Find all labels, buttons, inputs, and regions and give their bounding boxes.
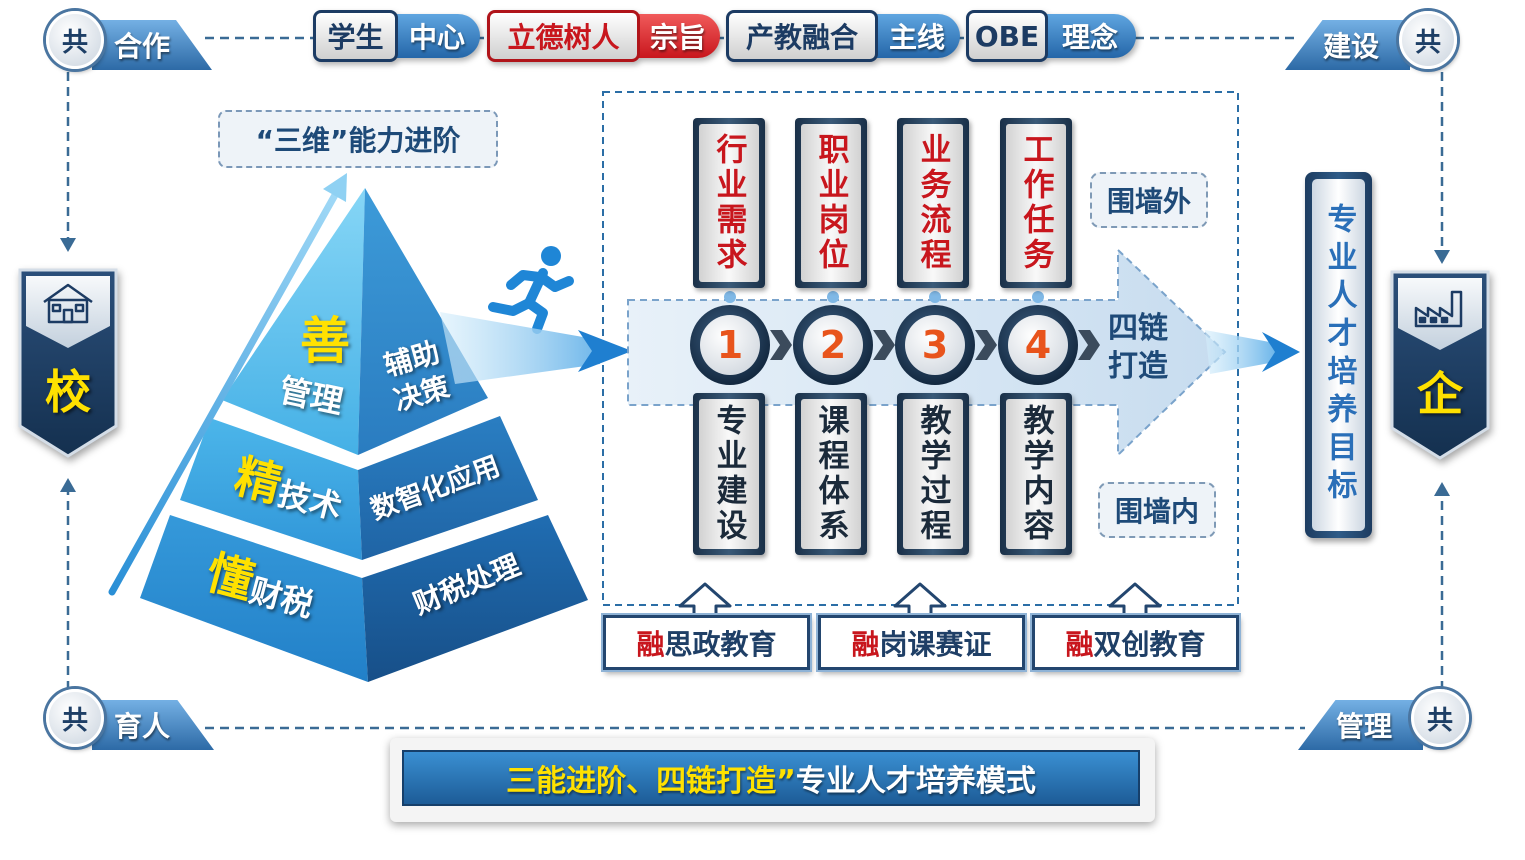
goal-beam-arrow-head xyxy=(1262,332,1300,372)
chain-upper-card-1: 行业需求 xyxy=(693,118,765,288)
chain-step-number: 3 xyxy=(921,323,949,367)
pill-key: 学生 xyxy=(313,10,398,62)
connector-dot xyxy=(724,291,736,303)
principle-pill-moral-education: 立德树人 宗旨 xyxy=(487,10,720,62)
connector-dot xyxy=(929,291,941,303)
training-goal-text: 专业人才培养目标 xyxy=(1321,203,1357,507)
progression-arrow-head xyxy=(323,173,347,202)
chain-lower-text: 专业建设 xyxy=(710,404,747,544)
principle-pill-obe: OBE 理念 xyxy=(966,10,1136,62)
loop-arrow-up-right xyxy=(1434,482,1450,496)
pyramid-bottom-left-face xyxy=(140,515,368,682)
pill-key: 产教融合 xyxy=(726,10,878,62)
pyramid-top-right-face xyxy=(358,188,488,455)
principle-pill-industry-education: 产教融合 主线 xyxy=(726,10,960,62)
ability-pyramid xyxy=(140,188,588,682)
chain-label: 四链 打造 xyxy=(1108,311,1168,384)
integration-mark: 融 xyxy=(636,627,665,661)
chain-upper-card-2: 职业岗位 xyxy=(795,118,867,288)
chain-step-2-ring xyxy=(793,305,873,385)
chain-step-1-ring xyxy=(690,305,770,385)
corner-circle-bottom-right: 共 xyxy=(1411,689,1469,747)
chain-upper-card-3: 业务流程 xyxy=(897,118,969,288)
arrow-up-icon xyxy=(1108,582,1162,618)
pill-value: 理念 xyxy=(1044,14,1136,58)
integration-box-innovation: 融双创教育 xyxy=(1032,615,1239,670)
integration-mark: 融 xyxy=(1065,627,1094,661)
goal-beam xyxy=(1205,330,1275,374)
pyramid-title: “三维”能力进阶 xyxy=(218,110,498,168)
banner-highlight: 三能进阶、四链打造” xyxy=(506,764,796,799)
chain-lower-text: 课程体系 xyxy=(812,404,849,544)
pill-value: 宗旨 xyxy=(636,14,720,58)
running-person-icon xyxy=(488,246,574,334)
chain-step-number: 1 xyxy=(716,323,744,367)
pyramid-middle-left-face xyxy=(180,418,362,560)
chain-upper-text: 业务流程 xyxy=(914,133,951,273)
pill-value: 中心 xyxy=(394,14,480,58)
pyramid-beam xyxy=(440,312,600,384)
chain-lower-card-4: 教学内容 xyxy=(1000,393,1072,555)
pyramid-top-left-face xyxy=(222,188,365,455)
pill-value: 主线 xyxy=(874,14,960,58)
chain-step-number: 2 xyxy=(819,323,847,367)
school-building-icon xyxy=(43,283,93,324)
loop-arrow-down-right xyxy=(1434,250,1450,264)
connector-dot xyxy=(1032,291,1044,303)
chain-upper-text: 行业需求 xyxy=(710,133,747,273)
model-title-banner: 三能进阶、四链打造”专业人才培养模式 xyxy=(390,738,1155,822)
corner-circle-bottom-left: 共 xyxy=(46,689,104,747)
integration-box-ideology: 融思政教育 xyxy=(603,615,810,670)
pyramid-bottom-right-face xyxy=(362,515,588,682)
factory-icon xyxy=(1414,290,1463,328)
shield-shape xyxy=(18,268,118,458)
corner-circle-top-left: 共 xyxy=(46,11,104,69)
corner-circle-top-right: 共 xyxy=(1399,11,1457,69)
pill-key: 立德树人 xyxy=(487,10,640,62)
arrow-up-icon xyxy=(678,582,732,618)
chain-step-number: 4 xyxy=(1024,323,1052,367)
progression-arrow-shaft xyxy=(108,191,339,596)
pyramid-beam-arrow-head xyxy=(578,330,632,372)
chevron-right-icon xyxy=(1078,330,1100,360)
loop-arrow-down-left xyxy=(60,238,76,252)
pill-key: OBE xyxy=(966,10,1048,62)
training-goal-box: 专业人才培养目标 xyxy=(1305,172,1372,538)
loop-arrow-up-left xyxy=(60,478,76,492)
enterprise-label: 企 xyxy=(1417,367,1463,421)
chevron-right-icon xyxy=(873,330,895,360)
chain-upper-card-4: 工作任务 xyxy=(1000,118,1072,288)
pyramid-top-mark: 善 xyxy=(300,312,350,370)
chain-lower-card-1: 专业建设 xyxy=(693,393,765,555)
shield-shape xyxy=(1390,270,1490,460)
chain-upper-text: 工作任务 xyxy=(1017,133,1054,273)
arrow-up-icon xyxy=(893,582,947,618)
connector-dot xyxy=(827,291,839,303)
integration-box-certification: 融岗课赛证 xyxy=(818,615,1025,670)
school-shield: 校 xyxy=(18,268,118,458)
inside-wall-label: 围墙内 xyxy=(1098,482,1216,538)
integration-mark: 融 xyxy=(851,627,880,661)
integration-text: 双创教育 xyxy=(1093,627,1206,661)
pyramid-middle-right-face xyxy=(358,416,538,560)
chain-lower-card-3: 教学过程 xyxy=(897,393,969,555)
chain-lower-card-2: 课程体系 xyxy=(795,393,867,555)
principle-pill-student-center: 学生 中心 xyxy=(313,10,480,62)
enterprise-shield: 企 xyxy=(1390,270,1490,460)
chevron-right-icon xyxy=(975,330,997,360)
chain-lower-text: 教学过程 xyxy=(914,404,951,544)
school-label: 校 xyxy=(45,365,91,419)
banner-text: 专业人才培养模式 xyxy=(795,764,1036,799)
chain-step-3-ring xyxy=(895,305,975,385)
chevron-right-icon xyxy=(770,330,792,360)
chain-upper-text: 职业岗位 xyxy=(812,133,849,273)
integration-text: 岗课赛证 xyxy=(879,627,992,661)
outside-wall-label: 围墙外 xyxy=(1090,172,1208,228)
integration-text: 思政教育 xyxy=(664,627,777,661)
chain-lower-text: 教学内容 xyxy=(1017,404,1054,544)
chain-step-4-ring xyxy=(998,305,1078,385)
